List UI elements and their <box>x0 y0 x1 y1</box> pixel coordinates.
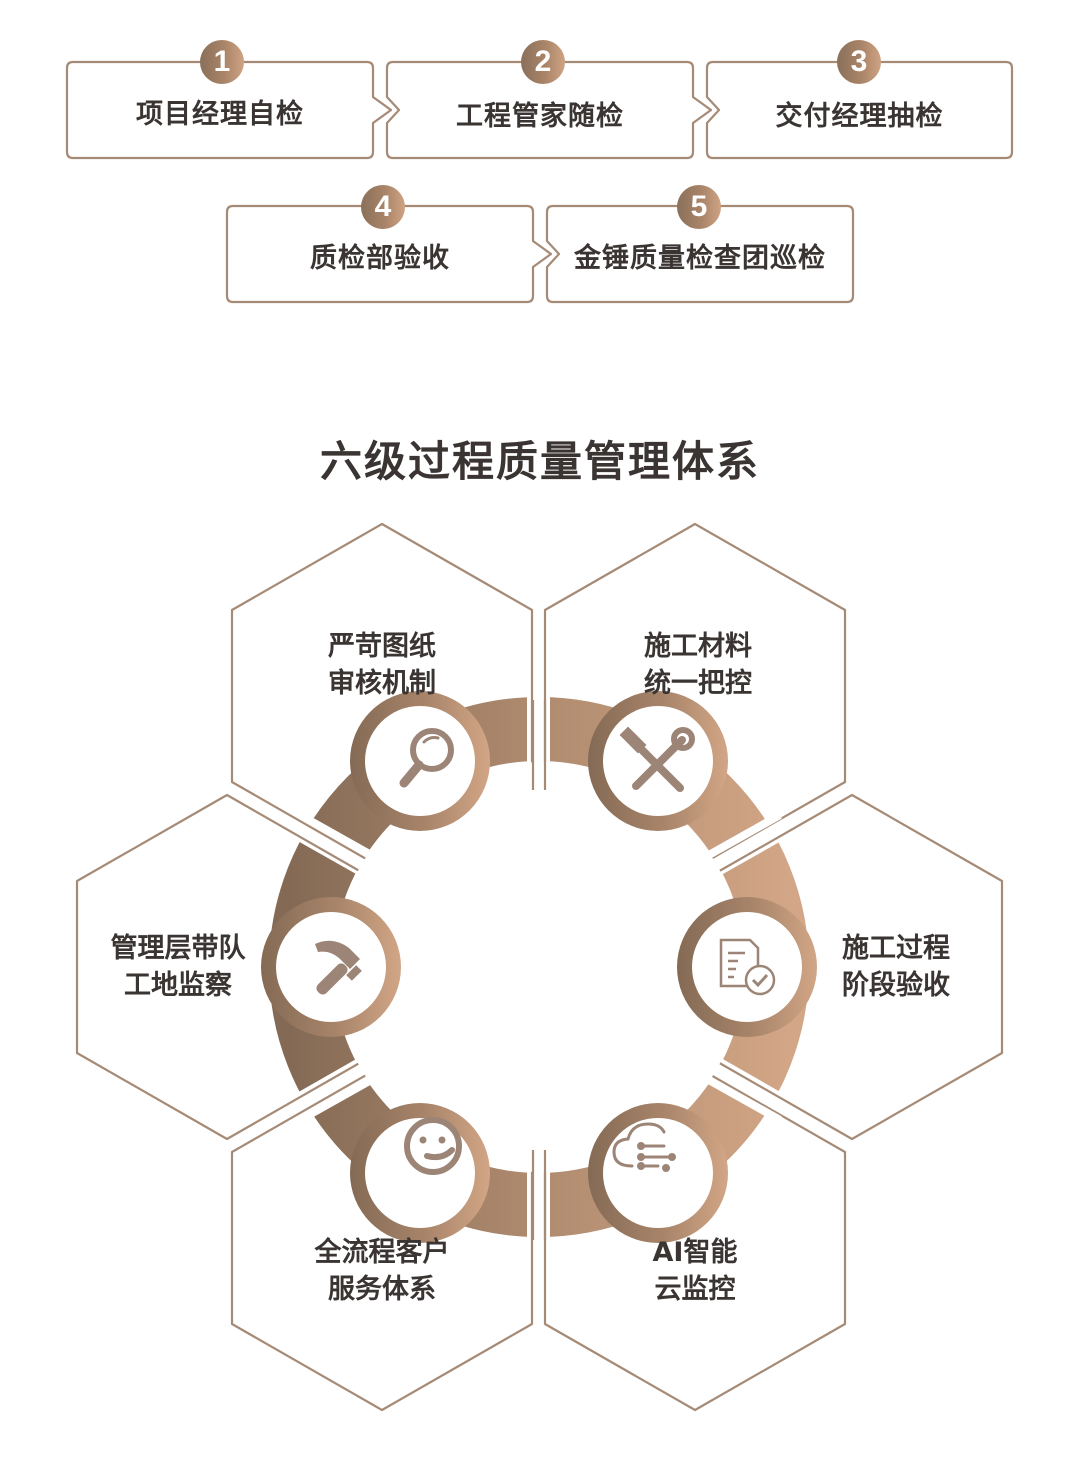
hex-label-line2: 阶段验收 <box>842 970 950 1001</box>
hex-label-line1: 施工过程 <box>842 933 950 964</box>
step-box-1-outline <box>65 60 393 160</box>
step-badge-3: 3 <box>837 40 881 84</box>
hammer-icon <box>315 940 362 995</box>
hex-label-bottom-left: 全流程客户 服务体系 <box>262 1234 502 1308</box>
step-box-5-outline <box>545 204 855 304</box>
document-check-icon <box>719 938 776 996</box>
step-label: 项目经理自检 <box>136 98 304 130</box>
step-badge-4: 4 <box>361 185 405 229</box>
magnifier-icon <box>399 728 454 788</box>
hammer-wrench-icon <box>619 726 695 792</box>
step-badge-2: 2 <box>521 40 565 84</box>
hex-label-left: 管理层带队 工地监察 <box>58 930 298 1004</box>
step-box-5: 金锤质量检查团巡检 <box>547 206 853 302</box>
hex-label-line1: 全流程客户 <box>314 1237 450 1268</box>
step-label: 交付经理抽检 <box>775 100 944 132</box>
hex-label-bottom-right: AI智能 云监控 <box>575 1234 815 1308</box>
customer-service-smile-icon <box>404 1117 462 1175</box>
step-box-1: 项目经理自检 <box>67 62 373 158</box>
step-box-3-outline <box>705 60 1014 160</box>
hex-label-line2: 服务体系 <box>328 1274 436 1305</box>
hex-label-line2: 工地监察 <box>124 970 232 1001</box>
step-badge-1: 1 <box>200 40 244 84</box>
hex-label-line1: 施工材料 <box>644 631 752 662</box>
step-label: 工程管家随检 <box>456 100 624 132</box>
page-title: 六级过程质量管理体系 <box>319 437 760 486</box>
hex-label-line2: 云监控 <box>654 1274 736 1305</box>
hex-label-right: 施工过程 阶段验收 <box>776 930 1016 1004</box>
hex-label-top-left: 严苛图纸 审核机制 <box>262 628 502 702</box>
step-box-4-outline <box>225 204 553 304</box>
step-label: 质检部验收 <box>310 242 450 274</box>
cloud-ai-icon <box>612 1122 676 1172</box>
hex-label-line1: AI智能 <box>652 1237 738 1268</box>
hex-label-line2: 统一把控 <box>644 668 752 699</box>
hex-label-top-right: 施工材料 统一把控 <box>578 628 818 702</box>
step-box-2-outline <box>385 60 713 160</box>
hex-label-line1: 严苛图纸 <box>328 631 436 662</box>
hex-label-line2: 审核机制 <box>328 668 436 699</box>
step-badge-5: 5 <box>677 185 721 229</box>
step-box-4: 质检部验收 <box>227 206 533 302</box>
hex-label-line1: 管理层带队 <box>110 933 246 964</box>
step-label: 金锤质量检查团巡检 <box>574 242 826 274</box>
step-box-2: 工程管家随检 <box>387 62 693 158</box>
step-box-3: 交付经理抽检 <box>707 62 1012 158</box>
